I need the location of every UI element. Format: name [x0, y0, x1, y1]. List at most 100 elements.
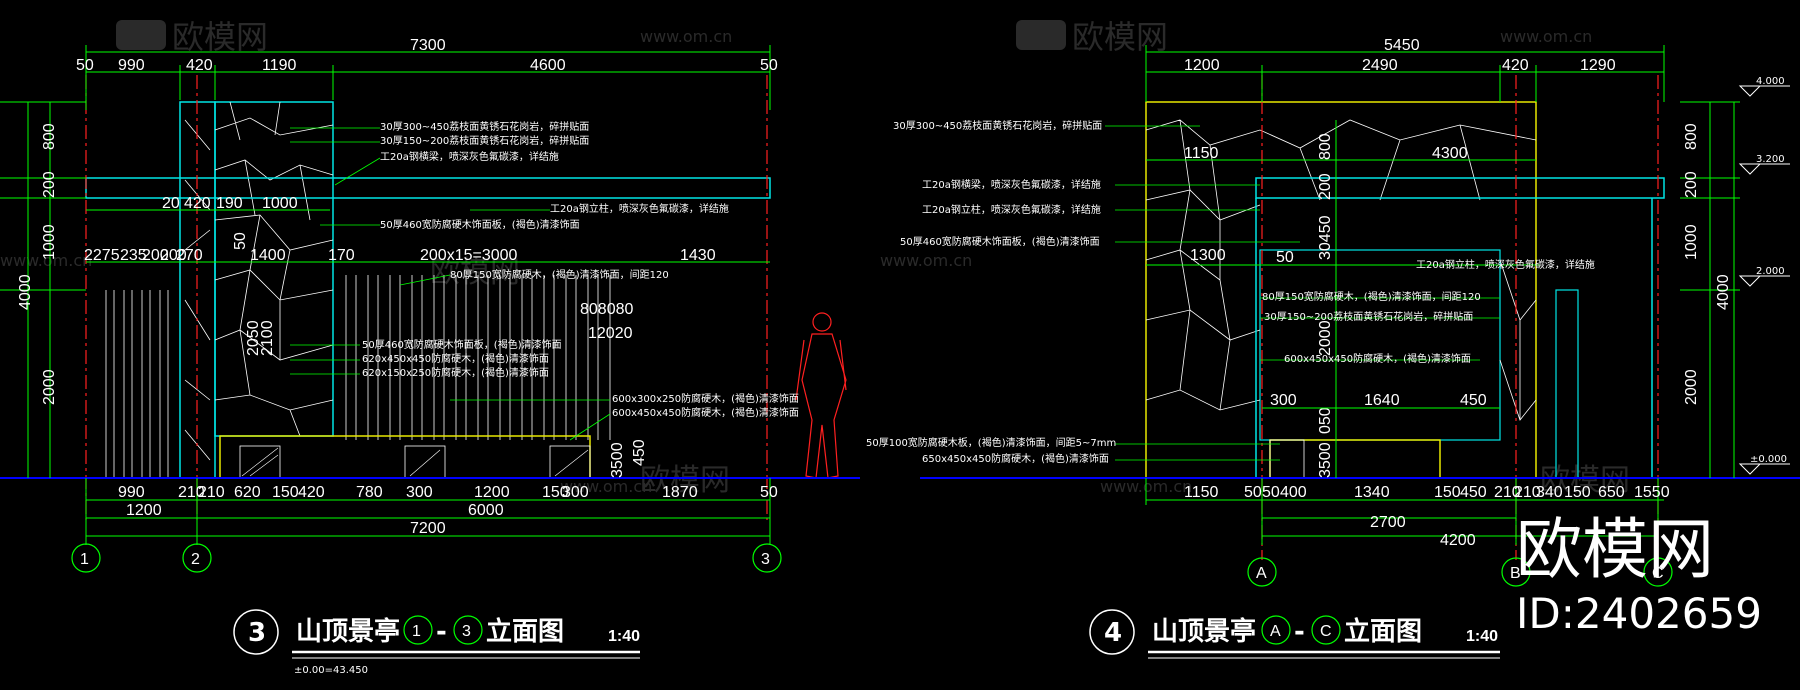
dim-label: 210: [1514, 484, 1541, 501]
watermark-logo-text: 欧模网: [172, 18, 268, 56]
human-figure: [795, 312, 847, 479]
elevation-note: ±0.00=43.450: [294, 665, 368, 676]
left-vertical-dimension: [0, 101, 86, 478]
watermark-site-text: www.om.cn: [880, 251, 972, 270]
dim-top-total: 5450: [1384, 37, 1420, 54]
dim-label: 1870: [662, 484, 698, 501]
level-value: 3.200: [1756, 154, 1785, 165]
dim-label: 50: [76, 57, 94, 74]
material-note: 工20a钢立柱，喷深灰色氟碳漆，详结施: [1416, 258, 1595, 271]
dim-label: 30450: [1317, 215, 1334, 260]
dim-label: 50: [760, 484, 778, 501]
material-note: 30厚300~450荔枝面黄锈石花岗岩，碎拼贴面: [893, 119, 1102, 132]
material-note: 600x450x450防腐硬木，(褐色)清漆饰面: [612, 406, 799, 419]
watermark-layer: 欧模网 www.om.cn 欧模网 www.om.cn 欧模网 www.om.c…: [0, 18, 1630, 498]
axis-marker: 2: [182, 543, 212, 573]
watermark-logo: 欧模网 www.om.cn www.om.cn 欧模网: [560, 463, 1630, 498]
dim-label: 200: [1317, 173, 1334, 200]
dim-label: 150: [1434, 484, 1461, 501]
title-separator: -: [436, 617, 447, 647]
dim-label: 1640: [1364, 392, 1400, 409]
dim-label: 1300: [1190, 247, 1226, 264]
title-axis-end: 3: [462, 623, 471, 640]
axis-marker: B: [1501, 557, 1531, 587]
dim-label: 1430: [680, 247, 716, 264]
bottom-dimension: [1145, 478, 1664, 545]
material-note: 80厚150宽防腐硬木，(褐色)清漆饰面，间距120: [1262, 290, 1481, 303]
drawing-title-block: 4 山顶景亭 A - C 立面图 1:40: [1089, 609, 1500, 659]
watermark-logo-text: 欧模网: [640, 463, 730, 498]
drawing-title-suffix: 立面图: [1344, 616, 1422, 647]
inner-dimension-lines: [86, 209, 770, 263]
drawing-title: 山顶景亭: [1152, 616, 1256, 647]
dim-label: 1000: [41, 224, 58, 260]
dim-label: 990: [118, 484, 145, 501]
right-vertical-dimension: [1680, 101, 1740, 478]
axis-marker: A: [1247, 557, 1277, 587]
material-note: 80厚150宽防腐硬木，(褐色)清漆饰面，间距120: [450, 268, 669, 281]
dim-label: 300: [406, 484, 433, 501]
watermark-site-text: www.om.cn: [0, 251, 92, 270]
dim-label: 450: [631, 439, 648, 466]
dim-label: 210: [178, 484, 205, 501]
bench: [219, 435, 591, 479]
dim-label: 800: [1683, 123, 1700, 150]
dim-label: 400: [1280, 484, 1307, 501]
material-note: 30厚150~200荔枝面黄锈石花岗岩，碎拼贴面: [1264, 310, 1473, 323]
dim-label: 200: [142, 247, 169, 264]
dim-label: 1200: [1184, 57, 1220, 74]
dim-label: 800: [1317, 133, 1334, 160]
dim-label: 2100: [259, 320, 276, 356]
dim-label: 200: [41, 171, 58, 198]
axis-marker: 1: [71, 543, 101, 573]
brand-name: 欧模网: [1516, 511, 1714, 588]
dim-label: 2000: [41, 369, 58, 405]
dim-label: 3500: [1317, 442, 1334, 478]
dim-label: 6000: [468, 502, 504, 519]
dim-label: 1200: [126, 502, 162, 519]
watermark-logo: 欧模网 www.om.cn: [1016, 18, 1592, 56]
dim-label: 4200: [1440, 532, 1476, 549]
dim-label: 420: [298, 484, 325, 501]
title-axis-start: A: [1270, 623, 1281, 640]
axis-marker-label: 3: [761, 551, 770, 568]
axis-marker-label: 1: [80, 551, 89, 568]
material-note: 650x450x450防腐硬木，(褐色)清漆饰面: [922, 452, 1109, 465]
title-number-circle: [233, 609, 279, 655]
dim-label: 340: [1536, 484, 1563, 501]
leader-lines: [290, 127, 611, 441]
dim-label: 300: [1270, 392, 1297, 409]
dim-label: 50: [1262, 484, 1280, 501]
dim-top-total: 7300: [410, 37, 446, 54]
dim-label: 1400: [250, 247, 286, 264]
right-elevation: 5450 1200 2490 420 1290 1150 4300 800 20…: [866, 37, 1800, 659]
top-dimension: [85, 45, 771, 110]
watermark-logo-text: 欧模网: [430, 255, 520, 290]
timber-slats: [105, 275, 611, 478]
dim-label: 200: [1683, 171, 1700, 198]
side-panel: [1555, 289, 1579, 479]
title-number-circle: [1089, 609, 1135, 655]
material-note: 50厚460宽防腐硬木饰面板，(褐色)清漆饰面: [362, 338, 562, 351]
dim-label: 50: [760, 57, 778, 74]
title-number: 3: [248, 618, 266, 648]
drawing-scale: 1:40: [1466, 628, 1498, 645]
material-note: 50厚100宽防腐硬木板，(褐色)清漆饰面，间距5~7mm: [866, 436, 1116, 449]
dim-label: 50: [232, 232, 249, 250]
dim-label: 12020: [588, 325, 633, 342]
dim-label: 200: [160, 247, 187, 264]
drawing-scale: 1:40: [608, 628, 640, 645]
drawing-title-block: 3 山顶景亭 1 - 3 立面图 1:40 ±0.00=43.450: [233, 609, 640, 676]
corner-brand: 欧模网 ID:2402659: [1516, 511, 1762, 638]
dim-label: 1150: [1184, 145, 1219, 162]
axis-marker: 3: [752, 543, 782, 573]
axis-marker-label: B: [1510, 565, 1521, 582]
dim-label: 150: [1564, 484, 1591, 501]
material-note: 600x450x450防腐硬木，(褐色)清漆饰面: [1284, 352, 1471, 365]
material-note: 工20a钢立柱，喷深灰色氟碳漆，详结施: [550, 202, 729, 215]
watermark-site-text: www.om.cn: [1500, 27, 1592, 46]
material-note: 50厚460宽防腐硬木饰面板，(褐色)清漆饰面: [900, 235, 1100, 248]
dim-label: 2490: [1362, 57, 1398, 74]
dim-label: 4600: [530, 57, 566, 74]
